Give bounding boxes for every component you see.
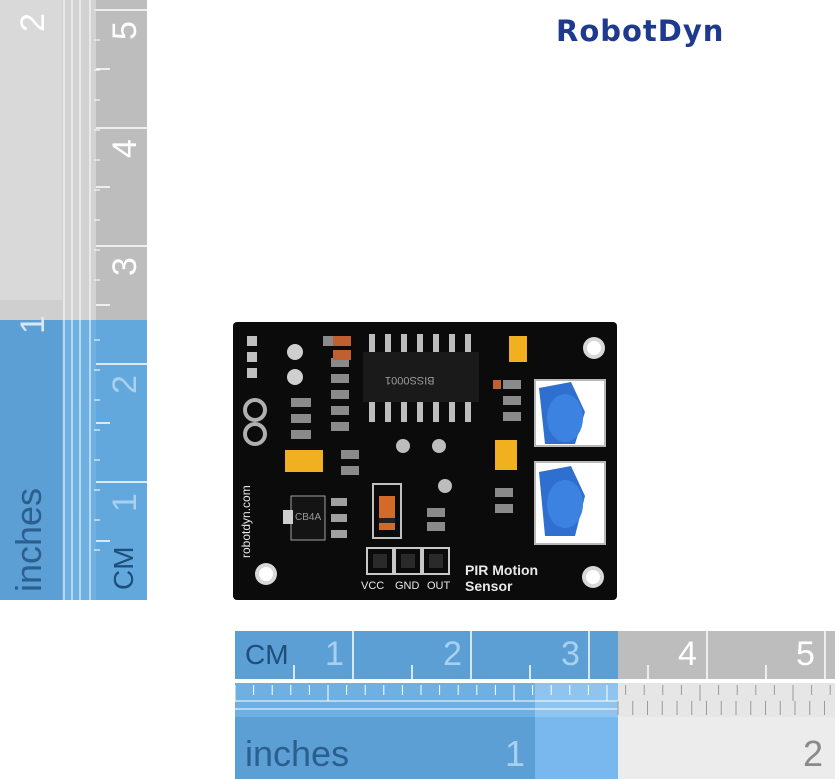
pir-sensor-board: BISS0001 CB4A robotdyn.com VCC GND OUT P… — [233, 322, 617, 600]
bottom-cm-label: CM — [245, 639, 289, 670]
left-inch-number-2: 2 — [14, 13, 52, 32]
left-inch-number-1: 1 — [14, 315, 52, 334]
robotdyn-logo: RobotDyn — [556, 14, 725, 48]
left-inches-label: inches — [8, 487, 49, 592]
bottom-cm-number-5: 5 — [796, 635, 815, 673]
left-ruler: 2 1 inches 5 4 3 2 1 CM — [0, 0, 147, 600]
bottom-inches-label: inches — [245, 733, 350, 774]
bottom-cm-number-1: 1 — [325, 635, 344, 673]
chip-marking: BISS0001 — [385, 374, 435, 386]
bottom-inch-number-1: 1 — [505, 733, 526, 774]
left-cm-number-4: 4 — [106, 139, 144, 158]
bottom-inch-number-2: 2 — [803, 733, 824, 774]
left-cm-number-3: 3 — [106, 257, 144, 276]
board-title-line1: PIR Motion — [465, 562, 539, 578]
bottom-cm-number-2: 2 — [443, 635, 462, 673]
pin-label-out: OUT — [427, 580, 451, 592]
regulator-marking: CB4A — [295, 512, 322, 523]
board-drawing — [233, 322, 617, 600]
board-title-line2: Sensor — [465, 578, 513, 594]
bottom-cm-number-4: 4 — [678, 635, 697, 673]
pin-label-gnd: GND — [395, 580, 420, 592]
left-ruler-cm-ticks — [96, 9, 147, 542]
bottom-ruler: CM 1 2 3 4 5 inches 1 2 — [235, 631, 835, 779]
left-cm-number-2: 2 — [106, 375, 144, 394]
left-cm-label: CM — [108, 546, 139, 590]
pin-label-vcc: VCC — [361, 580, 385, 592]
board-website: robotdyn.com — [239, 485, 253, 558]
bottom-ruler-ticks — [235, 631, 831, 715]
bottom-cm-number-3: 3 — [561, 635, 580, 673]
left-cm-number-1: 1 — [106, 493, 144, 512]
left-ruler-ticks — [63, 0, 100, 600]
left-cm-number-5: 5 — [106, 21, 144, 40]
